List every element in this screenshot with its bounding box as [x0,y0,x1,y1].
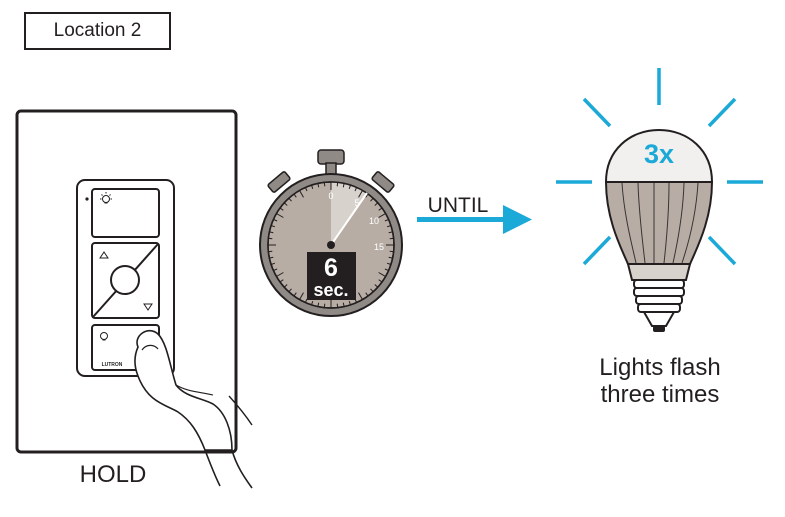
center-knob [110,265,140,295]
status-led [85,197,89,201]
seconds-unit: sec. [313,280,348,300]
bulb-off-icon [100,332,108,341]
raise-arrow-icon [99,251,109,259]
stopwatch-tick [317,183,320,188]
stopwatch-tick [293,292,297,297]
stopwatch-tick [269,231,274,234]
stopwatch-tick [386,262,392,265]
stopwatch-tick [384,218,389,222]
stopwatch-tick [370,197,374,202]
stopwatch-tick [388,256,393,259]
stopwatch-tick [384,268,389,272]
lower-arrow-icon [143,303,153,311]
stopwatch-tick [378,279,383,283]
favorite-light-button[interactable] [91,188,160,238]
stopwatch-tick [299,292,304,300]
tick-label-10: 10 [369,216,379,226]
stopwatch-tick [273,268,278,272]
stopwatch-tick [370,288,374,293]
stopwatch-tick [304,298,308,303]
bulb-caption-line1: Lights flash [599,354,720,381]
stopwatch-tick [270,262,276,265]
stopwatch-tick [279,207,284,211]
stopwatch-tick [388,231,393,234]
stopwatch-tick [378,213,386,218]
tick-label-15: 15 [374,242,384,252]
stopwatch-tick [348,300,351,306]
tick-label-0: 0 [328,191,333,201]
stopwatch-tick [348,184,351,190]
stopwatch-tick [288,197,292,202]
stopwatch-tick [311,300,314,306]
stopwatch-tick [270,225,276,228]
location-label: Location 2 [24,12,171,50]
stopwatch-tick [342,302,345,307]
stopwatch-tick [374,202,379,206]
stopwatch-tick [299,190,304,198]
keypad: LUTRON [85,188,160,371]
stopwatch-tick [354,187,358,192]
tick-label-5: 5 [354,198,359,208]
pressing-finger [134,329,253,489]
stopwatch-tick [283,284,288,288]
stopwatch-tick [378,272,386,277]
flash-count: 3x [644,139,674,169]
hold-label: HOLD [80,461,147,488]
stopwatch-tick [317,302,320,307]
stopwatch-tick [365,292,369,297]
stopwatch-tick [342,183,345,188]
stopwatch-tick [276,213,284,218]
light-bulb-icon [604,128,714,332]
bulb-on-icon [100,192,112,204]
stopwatch-tick [386,225,392,228]
until-label: UNTIL [428,194,489,217]
seconds-value: 6 [324,254,338,282]
stopwatch-tick [269,256,274,259]
stopwatch-tick [288,288,292,293]
stopwatch-tick [358,190,363,198]
bulb-caption-line2: three times [601,381,720,408]
flash-rays [556,68,763,266]
brand-label: LUTRON [102,362,123,368]
stopwatch-tick [293,193,297,198]
stopwatch-tick [365,193,369,198]
elapsed-sector [331,181,367,245]
stopwatch-tick [283,202,288,206]
stopwatch-tick [378,207,383,211]
stopwatch-tick [374,284,379,288]
stopwatch-tick [304,187,308,192]
stopwatch-tick [276,272,284,277]
stopwatch-hand [330,192,368,246]
seconds-readout [307,252,356,300]
stopwatch-tick [273,218,278,222]
stopwatch: 0 5 10 15 6 sec. [259,149,403,317]
right-arrow-icon [417,205,532,234]
stopwatch-tick [279,279,284,283]
stopwatch-tick [358,292,363,300]
stopwatch-tick [311,184,314,190]
